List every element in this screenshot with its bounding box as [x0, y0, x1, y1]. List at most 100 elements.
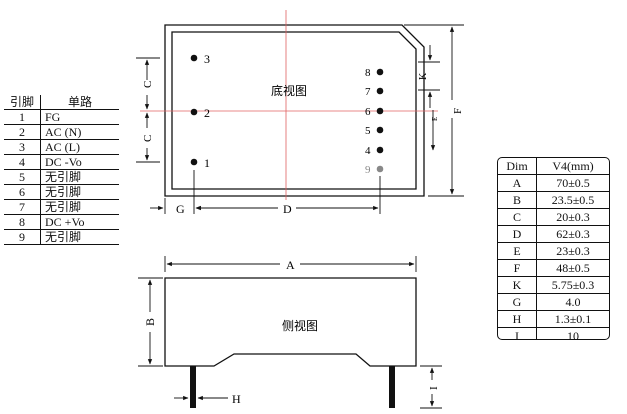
pin-dot [376, 87, 384, 95]
pin-function: 无引脚 [40, 199, 119, 215]
side-view-outline [164, 277, 417, 367]
bottom-view-title: 底视图 [271, 83, 307, 98]
dim-value: 4.0 [536, 293, 609, 311]
dim-label-a: A [286, 258, 295, 272]
pin-number: 9 [4, 229, 41, 245]
pin-number: 8 [4, 214, 41, 230]
dim-value: 5.75±0.3 [536, 276, 609, 294]
dim-label-h: H [232, 392, 241, 406]
pin-number: 7 [4, 199, 41, 215]
dim-i [420, 365, 442, 409]
dim-key: F [498, 259, 537, 277]
dim-label-c-bottom: C [142, 135, 154, 142]
pin-number: 1 [4, 109, 41, 125]
pin-label: 3 [204, 52, 210, 66]
pin-function: AC (N) [40, 124, 119, 140]
dim-key: G [498, 293, 537, 311]
dim-b [138, 277, 163, 367]
dim-key: H [498, 310, 537, 328]
pin-table-header: 引脚 单路 [4, 95, 119, 110]
dim-value: 1.3±0.1 [536, 310, 609, 328]
side-pin-right [389, 366, 395, 408]
name-col-header: 单路 [40, 95, 119, 110]
pin-function: 无引脚 [40, 169, 119, 185]
pin-label: 5 [365, 125, 371, 137]
pin-number: 2 [4, 124, 41, 140]
dim-f [404, 24, 464, 197]
side-pin-left [190, 366, 196, 408]
pin-label: 7 [365, 86, 371, 98]
pin-number: 4 [4, 154, 41, 170]
dim-c [136, 57, 160, 163]
pin-col-header: 引脚 [4, 95, 41, 110]
pin-dot [376, 107, 384, 115]
dim-key: B [498, 191, 537, 209]
dim-key: D [498, 225, 537, 243]
dim-value: 70±0.5 [536, 174, 609, 192]
pin-label: 9 [365, 164, 371, 176]
dim-label-g: G [176, 202, 185, 216]
dim-label-b: B [143, 318, 157, 326]
dim-label-k: K [418, 72, 429, 80]
dim-label-f: F [452, 108, 464, 114]
dim-key: E [498, 242, 537, 260]
dim-value: 20±0.3 [536, 208, 609, 226]
pin-dot [376, 126, 384, 134]
dim-label-c-top: C [142, 81, 154, 88]
dim-key: A [498, 174, 537, 192]
pin-dot [376, 146, 384, 154]
dim-label-d: D [283, 202, 292, 216]
pin-label: 4 [365, 145, 371, 157]
pin-dot [190, 54, 198, 62]
dim-key: I [498, 327, 537, 339]
dim-label-i: I [428, 386, 440, 390]
dim-col-header: Dim [498, 158, 537, 175]
dim-table-header: Dim V4(mm) [498, 158, 609, 175]
pin-function: DC -Vo [40, 154, 119, 170]
pin-function: 无引脚 [40, 229, 119, 245]
pin-dot [190, 158, 198, 166]
pin-function: DC +Vo [40, 214, 119, 230]
side-view-title: 侧视图 [282, 318, 318, 333]
dim-g-d [150, 170, 381, 214]
dim-key: K [498, 276, 537, 294]
bottom-view-inner-outline [171, 31, 417, 190]
pin-label: 6 [365, 106, 371, 118]
dim-value: 23±0.3 [536, 242, 609, 260]
pin-number: 6 [4, 184, 41, 200]
dim-k-e [418, 45, 440, 151]
pin-dot [376, 165, 384, 173]
dim-value: 62±0.3 [536, 225, 609, 243]
pin-number: 3 [4, 139, 41, 155]
pin-label: 2 [204, 106, 210, 120]
value-col-header: V4(mm) [536, 158, 609, 175]
dim-value: 10 [567, 329, 579, 340]
dim-value: 23.5±0.5 [536, 191, 609, 209]
dim-value: 48±0.5 [536, 259, 609, 277]
table-row: I 10 [498, 327, 609, 340]
pin-label: 1 [204, 156, 210, 170]
pin-dot [376, 68, 384, 76]
